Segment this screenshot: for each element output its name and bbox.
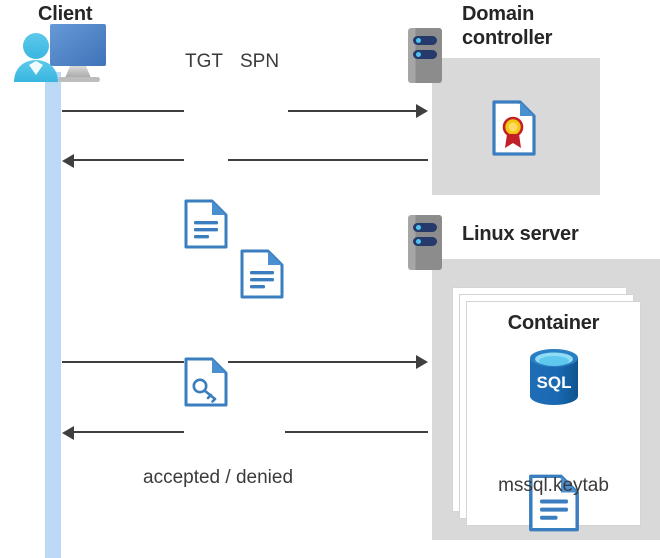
- domain-controller-label-line1: Domain: [462, 3, 535, 25]
- rack-slot: [413, 223, 437, 232]
- sql-database-icon: SQL: [526, 348, 582, 411]
- message-line-ticket-right: [228, 159, 428, 161]
- message-line-tgt-left: [62, 110, 184, 112]
- rack-slot: [413, 237, 437, 246]
- message-line-ticket-left: [74, 159, 184, 161]
- client-lifeline: [45, 72, 61, 558]
- linux-server-label: Linux server: [462, 223, 579, 245]
- message-line-auth-left: [62, 361, 184, 363]
- message-line-result-right: [285, 431, 428, 433]
- container-title: Container: [507, 312, 600, 334]
- message-line-result-left: [74, 431, 184, 433]
- keytab-label: mssql.keytab: [498, 475, 609, 496]
- spn-label: SPN: [240, 51, 280, 72]
- keytab-document-icon: [528, 474, 660, 532]
- tgt-label: TGT: [185, 51, 223, 72]
- certificate-document-icon: [492, 100, 660, 156]
- tgt-document-icon: [184, 199, 660, 249]
- svg-text:SQL: SQL: [537, 373, 572, 392]
- message-line-tgt-right: [288, 110, 416, 112]
- client-label: Client: [38, 3, 93, 25]
- server-rack-icon-dc: [408, 28, 442, 83]
- arrowhead-left-client-1: [62, 154, 74, 168]
- domain-controller-label-line2: controller: [462, 27, 553, 49]
- user-icon: [8, 30, 64, 82]
- rack-slot: [413, 50, 437, 59]
- arrowhead-left-client-2: [62, 426, 74, 440]
- result-label: accepted / denied: [143, 467, 294, 488]
- rack-slot: [413, 36, 437, 45]
- message-line-auth-right: [228, 361, 416, 363]
- spn-document-icon: [240, 249, 660, 299]
- server-rack-icon-linux: [408, 215, 442, 270]
- key-document-icon-dc: [184, 357, 660, 407]
- arrowhead-right-linux: [416, 355, 428, 369]
- monitor-icon: [8, 24, 108, 84]
- arrowhead-right-dc: [416, 104, 428, 118]
